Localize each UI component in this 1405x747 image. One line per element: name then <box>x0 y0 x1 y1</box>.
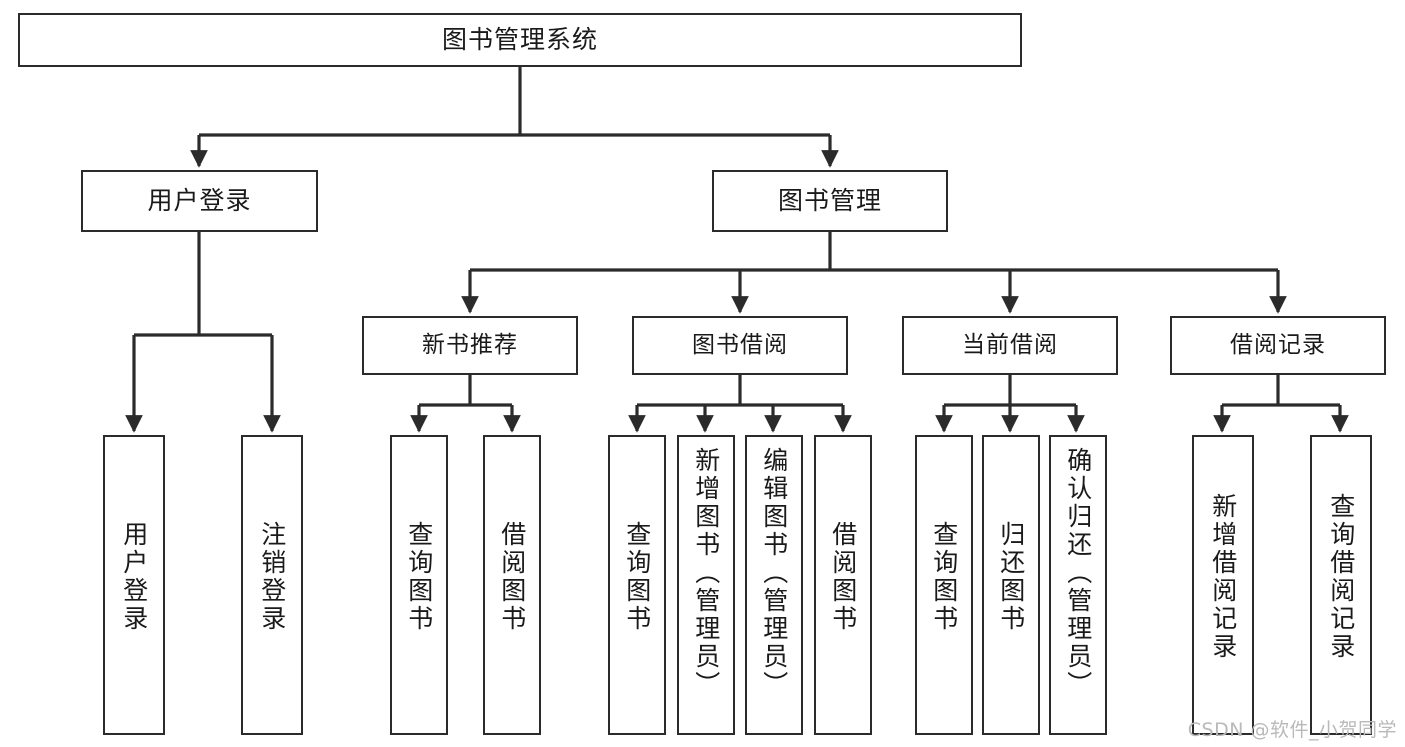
leaf-add-borrow-record-label: 新增借阅记录 <box>1208 493 1238 661</box>
leaf-confirm-return-admin-label: 确认归还（管理员） <box>1063 447 1093 699</box>
leaf-query-book-borrow-label: 查询图书 <box>622 521 652 633</box>
node-borrow-records[interactable]: 借阅记录 <box>1170 316 1386 375</box>
watermark: CSDN @软件_小贺同学 <box>1187 719 1397 741</box>
node-current-borrow-label: 当前借阅 <box>962 331 1058 358</box>
leaf-query-borrow-record[interactable]: 查询借阅记录 <box>1310 435 1372 735</box>
leaf-edit-book-admin-label: 编辑图书（管理员） <box>759 447 789 699</box>
node-root[interactable]: 图书管理系统 <box>18 13 1022 67</box>
leaf-confirm-return-admin[interactable]: 确认归还（管理员） <box>1049 435 1107 735</box>
leaf-return-book-label: 归还图书 <box>996 521 1026 633</box>
node-book-borrow-label: 图书借阅 <box>692 331 788 358</box>
leaf-logout-label: 注销登录 <box>257 521 287 633</box>
leaf-borrow-book-label: 借阅图书 <box>828 521 858 633</box>
node-borrow-records-label: 借阅记录 <box>1230 331 1326 358</box>
node-root-label: 图书管理系统 <box>441 25 598 55</box>
node-user-login[interactable]: 用户登录 <box>81 170 318 232</box>
node-user-login-label: 用户登录 <box>147 186 252 216</box>
leaf-query-book-current[interactable]: 查询图书 <box>915 435 973 735</box>
node-new-book-recommend-label: 新书推荐 <box>422 331 518 358</box>
leaf-edit-book-admin[interactable]: 编辑图书（管理员） <box>745 435 803 735</box>
node-current-borrow[interactable]: 当前借阅 <box>902 316 1118 375</box>
node-book-management-label: 图书管理 <box>777 186 882 216</box>
leaf-borrow-book-recommend-label: 借阅图书 <box>497 521 527 633</box>
leaf-logout[interactable]: 注销登录 <box>241 435 303 735</box>
leaf-add-book-admin[interactable]: 新增图书（管理员） <box>677 435 735 735</box>
leaf-query-book-borrow[interactable]: 查询图书 <box>608 435 666 735</box>
leaf-borrow-book-recommend[interactable]: 借阅图书 <box>483 435 541 735</box>
leaf-user-login-label: 用户登录 <box>119 521 149 633</box>
leaf-query-book-recommend[interactable]: 查询图书 <box>390 435 448 735</box>
leaf-borrow-book[interactable]: 借阅图书 <box>814 435 872 735</box>
leaf-query-borrow-record-label: 查询借阅记录 <box>1326 493 1356 661</box>
node-new-book-recommend[interactable]: 新书推荐 <box>362 316 578 375</box>
leaf-query-book-recommend-label: 查询图书 <box>404 521 434 633</box>
leaf-return-book[interactable]: 归还图书 <box>982 435 1040 735</box>
leaf-add-book-admin-label: 新增图书（管理员） <box>691 447 721 699</box>
leaf-user-login[interactable]: 用户登录 <box>103 435 165 735</box>
leaf-query-book-current-label: 查询图书 <box>929 521 959 633</box>
node-book-management[interactable]: 图书管理 <box>712 170 948 232</box>
node-book-borrow[interactable]: 图书借阅 <box>632 316 848 375</box>
leaf-add-borrow-record[interactable]: 新增借阅记录 <box>1192 435 1254 735</box>
